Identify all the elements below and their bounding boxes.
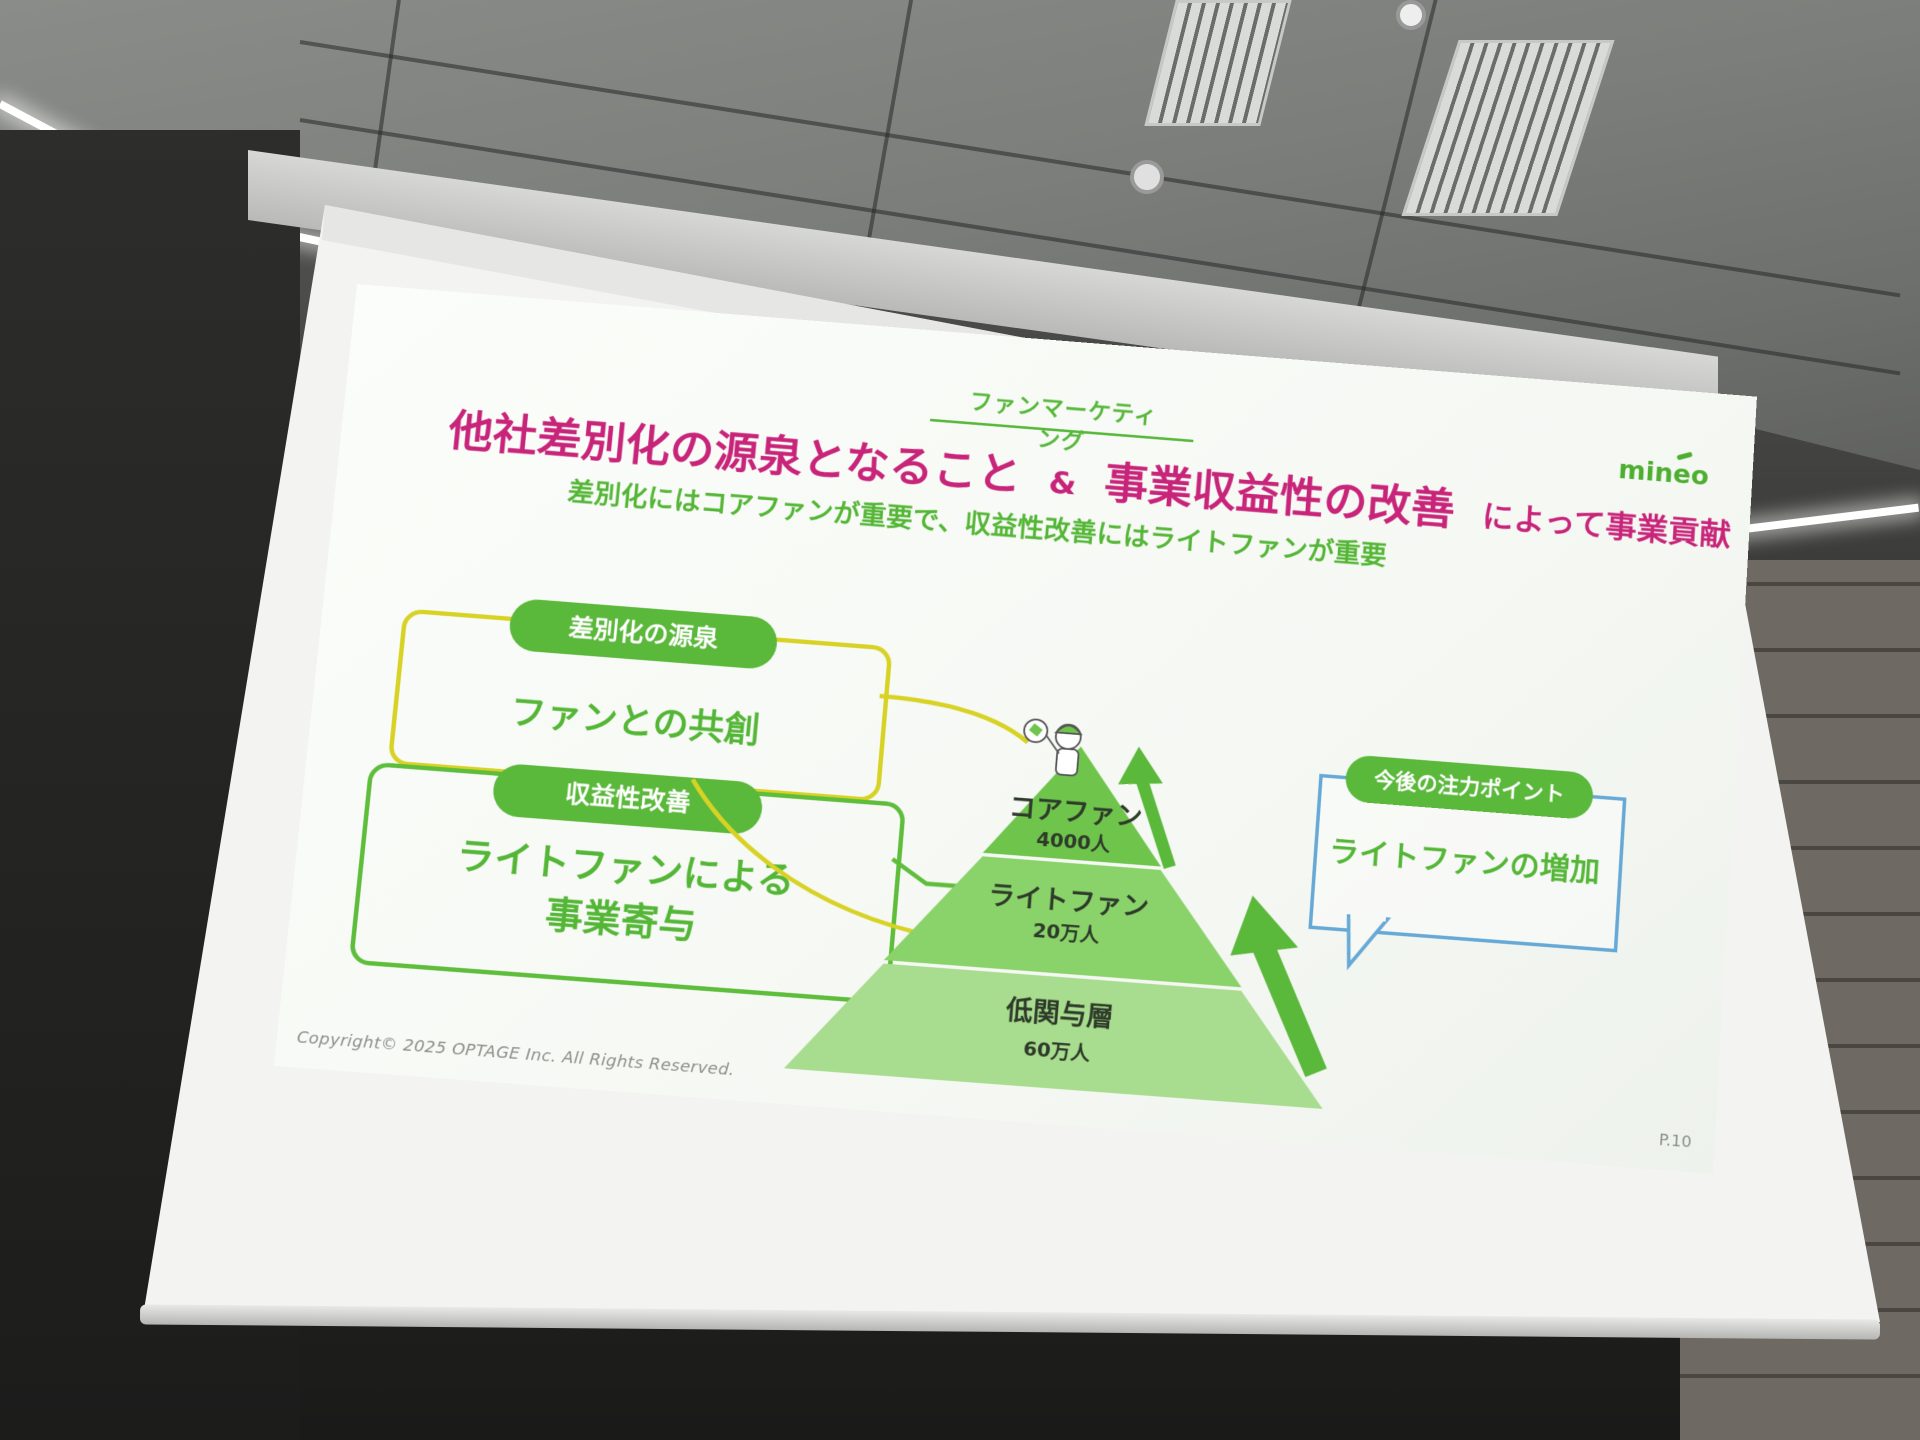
connector-yellow-curve — [680, 779, 952, 937]
pyramid-top — [982, 739, 1170, 867]
arrow-small-head — [1118, 745, 1166, 788]
arrow-large-head — [1230, 894, 1302, 961]
page-number: P.10 — [1658, 1130, 1693, 1152]
ceiling-sensor — [1396, 0, 1426, 30]
pyramid-diagram — [274, 284, 1757, 1174]
pyramid-middle — [883, 849, 1250, 988]
ceiling-sensor — [1130, 160, 1164, 194]
connector-yellow-top — [877, 696, 1031, 742]
pyramid-bottom — [783, 956, 1331, 1109]
mascot-illustration — [1016, 707, 1101, 783]
presentation-slide: ファンマーケティング mineo 他社差別化の源泉となること & 事業収益性の改… — [273, 284, 1757, 1174]
callout-tail — [1341, 916, 1398, 973]
